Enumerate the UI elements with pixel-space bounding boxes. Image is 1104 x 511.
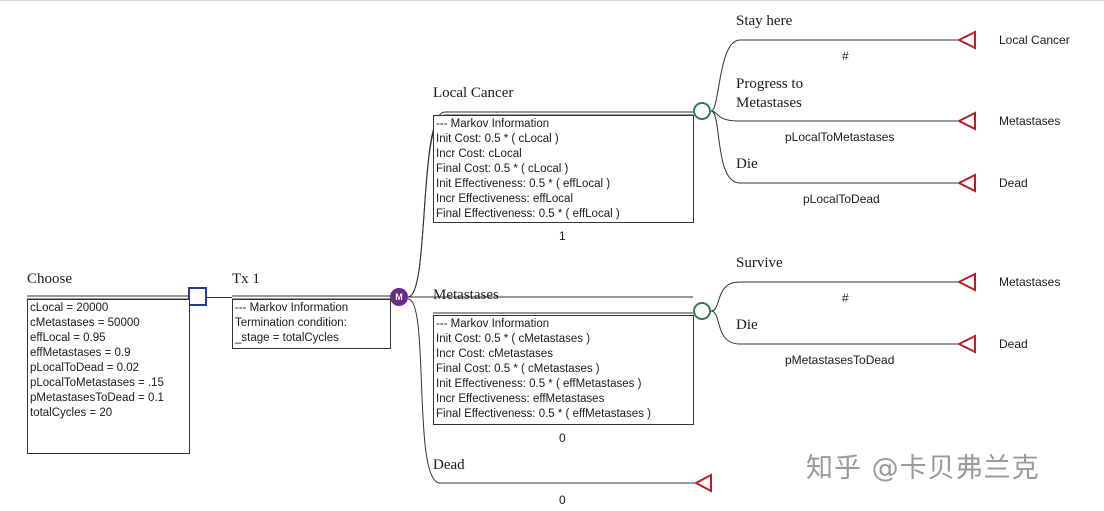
watermark: 知乎 @卡贝弗兰克 [806, 453, 1040, 484]
info-line: Final Cost: 0.5 * ( cLocal ) [436, 163, 569, 175]
top-border [0, 0, 1104, 1]
tx1-markov-info-box: --- Markov Information Termination condi… [232, 299, 391, 349]
variable-line: effLocal = 0.95 [30, 332, 106, 344]
branch-label: Die [736, 317, 758, 333]
dead-label: Dead [433, 457, 465, 473]
info-line: Final Effectiveness: 0.5 * ( effMetastas… [436, 408, 651, 420]
info-line: --- Markov Information [436, 318, 550, 330]
terminal-node [956, 334, 976, 354]
terminal-label: Dead [999, 176, 1028, 190]
local-markov-info-box: --- Markov Information Init Cost: 0.5 * … [433, 115, 694, 223]
info-line: _stage = totalCycles [235, 332, 339, 344]
terminal-label: Dead [999, 337, 1028, 351]
terminal-label: Metastases [999, 114, 1061, 128]
terminal-node [956, 173, 976, 193]
branch-probability: pLocalToMetastases [785, 130, 895, 144]
chance-node-local [693, 102, 711, 120]
metastases-label: Metastases [433, 287, 499, 303]
markov-node [390, 288, 408, 306]
branch-probability: pMetastasesToDead [785, 353, 895, 367]
decision-node [188, 287, 207, 306]
dead-value: 0 [559, 493, 566, 507]
markov-badge-label: M [395, 292, 403, 302]
variable-line: cMetastases = 50000 [30, 317, 140, 329]
variable-line: pMetastasesToDead = 0.1 [30, 392, 164, 404]
info-line: Termination condition: [235, 317, 347, 329]
branch-probability: # [842, 291, 849, 305]
branch-probability: # [842, 49, 849, 63]
info-line: Final Effectiveness: 0.5 * ( effLocal ) [436, 208, 620, 220]
tx1-label: Tx 1 [232, 271, 260, 287]
info-line: Incr Effectiveness: effMetastases [436, 393, 605, 405]
terminal-label: Metastases [999, 275, 1061, 289]
branch-label: Die [736, 156, 758, 172]
terminal-node [693, 473, 712, 493]
branch-label: Progress to Metastases [736, 76, 804, 111]
variable-line: effMetastases = 0.9 [30, 347, 131, 359]
branch-label: Survive [736, 255, 783, 271]
info-line: Incr Effectiveness: effLocal [436, 193, 574, 205]
info-line: --- Markov Information [436, 118, 550, 130]
terminal-node [956, 272, 976, 292]
choose-variables-box: cLocal = 20000 cMetastases = 50000 effLo… [27, 299, 190, 454]
branch-label: Stay here [736, 13, 793, 29]
terminal-node [956, 30, 976, 50]
chance-node-metastases [693, 302, 711, 320]
variable-line: cLocal = 20000 [30, 302, 109, 314]
terminal-node [956, 111, 976, 131]
info-line: Init Effectiveness: 0.5 * ( effMetastase… [436, 378, 642, 390]
variable-line: totalCycles = 20 [30, 407, 113, 419]
info-line: Final Cost: 0.5 * ( cMetastases ) [436, 363, 600, 375]
variable-line: pLocalToMetastases = .15 [30, 377, 164, 389]
info-line: Incr Cost: cLocal [436, 148, 522, 160]
metastases-markov-info-box: --- Markov Information Init Cost: 0.5 * … [433, 315, 694, 425]
terminal-label: Local Cancer [999, 33, 1070, 47]
variable-line: pLocalToDead = 0.02 [30, 362, 140, 374]
local-cancer-label: Local Cancer [433, 85, 514, 101]
info-line: Init Cost: 0.5 * ( cLocal ) [436, 133, 559, 145]
metastases-value: 0 [559, 431, 566, 445]
local-value: 1 [559, 229, 566, 243]
choose-label: Choose [27, 271, 72, 287]
info-line: Init Effectiveness: 0.5 * ( effLocal ) [436, 178, 611, 190]
info-line: Init Cost: 0.5 * ( cMetastases ) [436, 333, 591, 345]
info-line: --- Markov Information [235, 302, 349, 314]
branch-probability: pLocalToDead [803, 192, 880, 206]
info-line: Incr Cost: cMetastases [436, 348, 553, 360]
